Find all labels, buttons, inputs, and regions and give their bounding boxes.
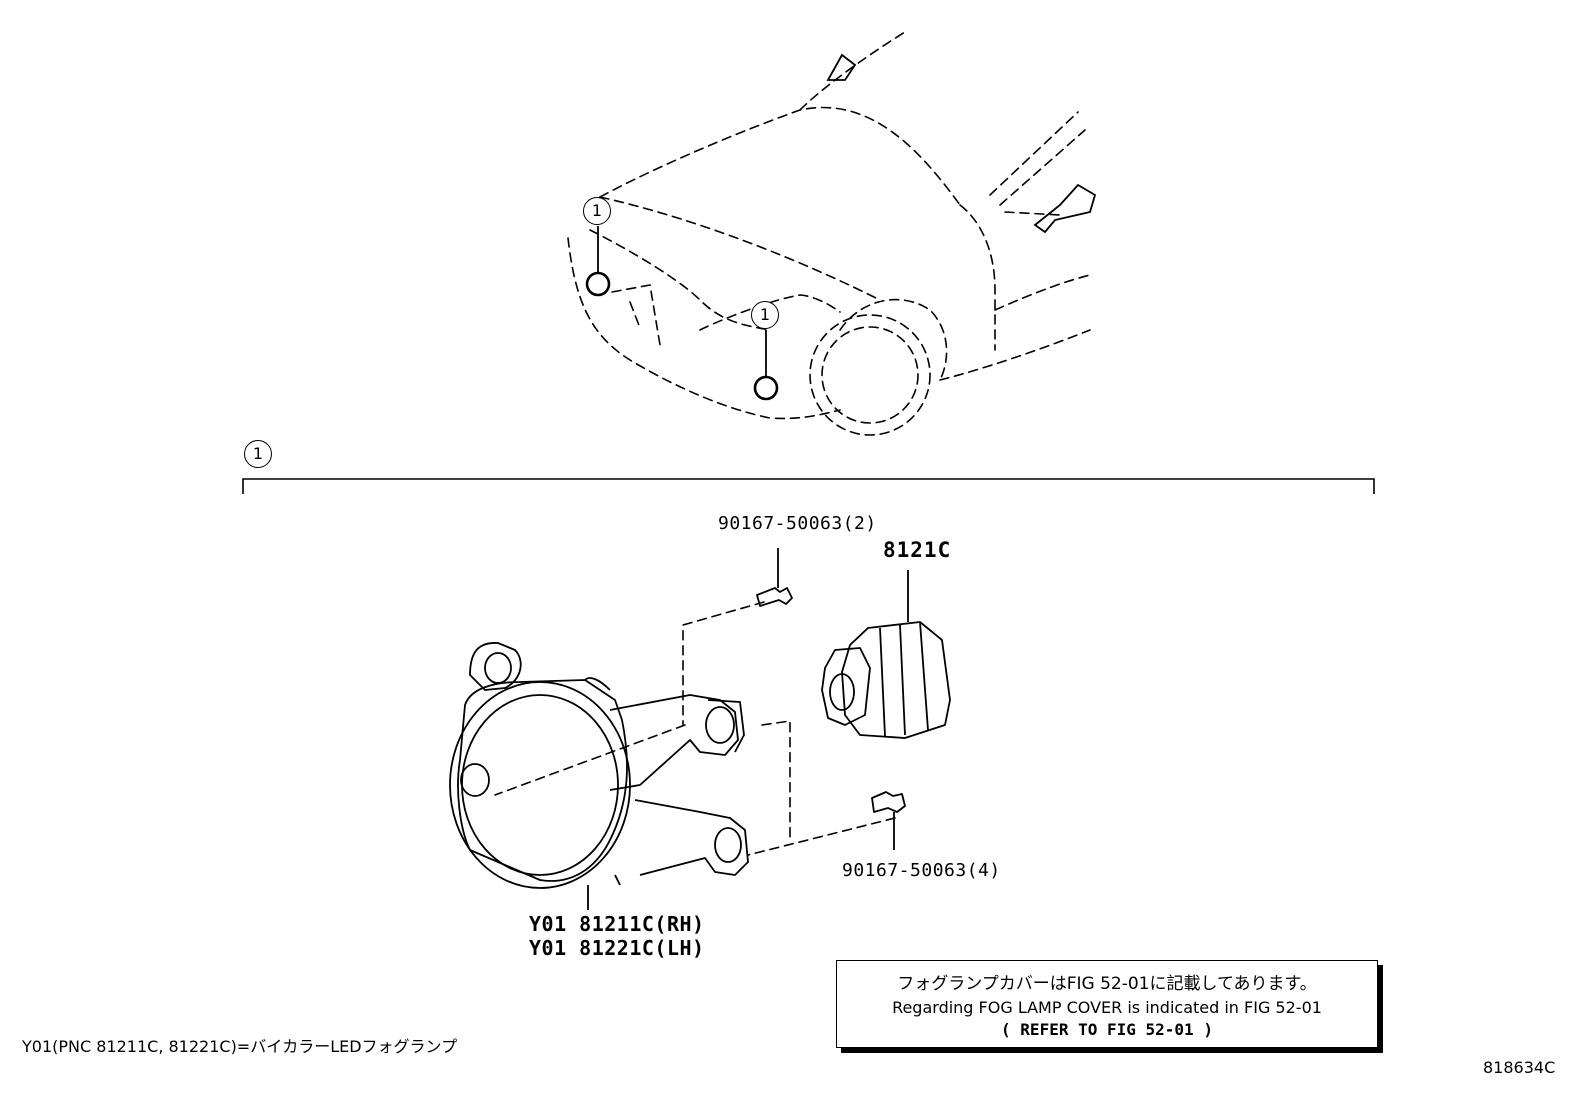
- note-line-japanese: フォグランプカバーはFIG 52-01に記載してあります。: [897, 974, 1317, 994]
- footnote: Y01(PNC 81211C, 81221C)=バイカラーLEDフォグランプ: [22, 1037, 458, 1056]
- callout-1-assembly: 1: [244, 440, 272, 468]
- part-label-lamp-rh: Y01 81211C(RH): [529, 912, 705, 936]
- callout-1-car-left: 1: [583, 197, 611, 225]
- part-label-bulb: 8121C: [883, 538, 952, 562]
- note-line-refer: ( REFER TO FIG 52-01 ): [1001, 1020, 1213, 1039]
- part-label-bolt-top: 90167-50063(2): [718, 513, 877, 534]
- lamp-lens: [449, 681, 631, 889]
- callout-1-car-right: 1: [751, 301, 779, 329]
- bolt-top-drawing: [756, 548, 793, 607]
- car-wheel-arch: [839, 298, 948, 381]
- led-module-drawing: [821, 570, 951, 739]
- figure-number: 818634C: [1483, 1058, 1556, 1077]
- part-label-bolt-bottom: 90167-50063(4): [842, 860, 1001, 881]
- car-fog-lamp-left: [585, 271, 611, 297]
- part-label-lamp-lh: Y01 81221C(LH): [529, 936, 705, 960]
- bolt-bottom-drawing: [871, 791, 906, 850]
- car-hood: [599, 106, 961, 206]
- note-line-english: Regarding FOG LAMP COVER is indicated in…: [892, 998, 1322, 1017]
- note-box: フォグランプカバーはFIG 52-01に記載してあります。 Regarding …: [836, 960, 1378, 1048]
- car-fog-lamp-right: [753, 375, 779, 401]
